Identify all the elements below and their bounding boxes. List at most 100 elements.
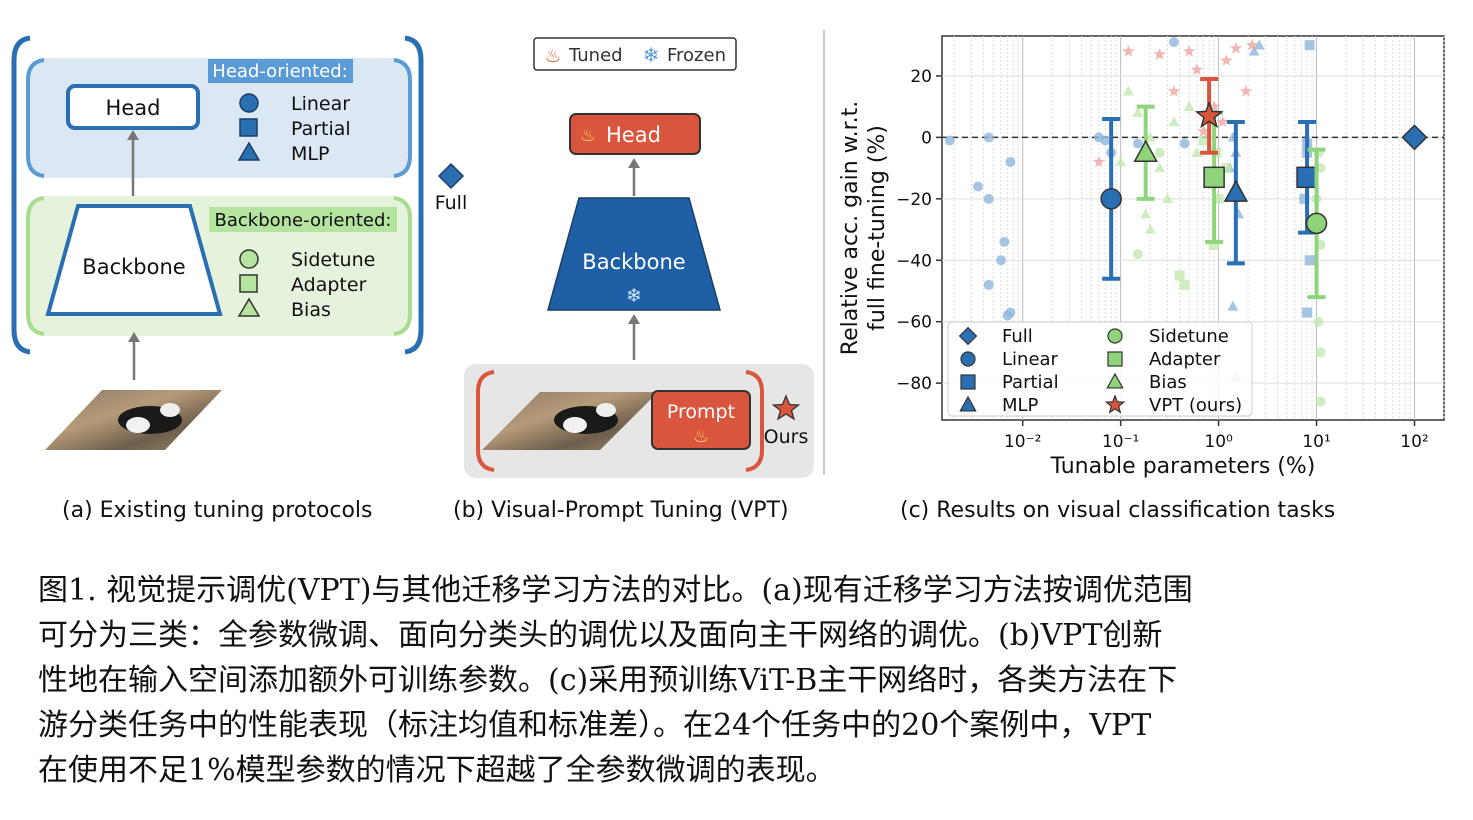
data-point-partial [1299, 193, 1310, 204]
data-point-bias [1183, 100, 1195, 111]
x-axis-label: Tunable parameters (%) [1050, 454, 1316, 479]
data-point-sidetune [1313, 316, 1324, 327]
data-point-vpt-ours [1207, 100, 1221, 112]
data-point-linear [1002, 310, 1013, 321]
x-tick-label: 10⁻² [1004, 432, 1041, 452]
figure: Head-oriented: Head Linear Partial MLP B… [11, 30, 1445, 479]
data-point-partial [1304, 255, 1315, 266]
vpt-dog-image [482, 392, 658, 450]
caption-line: 在使用不足1%模型参数的情况下超越了全参数微调的表现。 [38, 753, 836, 788]
data-point-vpt-ours [1216, 115, 1229, 128]
data-point-partial [1302, 307, 1313, 318]
data-point-linear [983, 279, 994, 290]
x-tick-label: 10² [1400, 432, 1428, 452]
data-point-bias [1191, 146, 1203, 157]
y-axis-label-line1: Relative acc. gain w.r.t. [838, 101, 863, 355]
legend-marker [960, 351, 976, 367]
data-point-partial [1304, 40, 1315, 51]
backbone-group-title: Backbone-oriented: [215, 210, 392, 231]
data-point-adapter [1221, 163, 1232, 174]
data-point-adapter [1209, 239, 1220, 250]
mean-marker-vpt-ours [1194, 100, 1224, 129]
data-point-bias [1161, 193, 1173, 204]
mean-marker-sidetune [1305, 212, 1328, 235]
bias-triangle-icon [237, 297, 261, 317]
data-point-linear [995, 255, 1006, 266]
y-tick-label: −20 [896, 190, 932, 210]
legend-tuned: Tuned [568, 45, 623, 66]
caption-line: 图1. 视觉提示调优(VPT)与其他迁移学习方法的对比。(a)现有迁移学习方法按… [38, 573, 1193, 608]
legend-marker [958, 326, 978, 346]
legend-label: MLP [1002, 395, 1039, 416]
data-point-vpt-ours [1197, 124, 1210, 137]
y-tick-label: 20 [910, 67, 932, 87]
prompt-box [651, 390, 751, 450]
snowflake-icon: ❄ [643, 43, 660, 67]
data-point-bias [1168, 116, 1180, 127]
panel-a-caption: (a) Existing tuning protocols [62, 498, 373, 523]
backbone-group-title-bg [209, 207, 397, 232]
data-point-linear [999, 236, 1010, 247]
caption-line: 可分为三类：全参数微调、面向分类头的调优以及面向主干网络的调优。(b)VPT创新 [38, 618, 1163, 653]
data-point-bias [1132, 107, 1144, 118]
vpt-backbone-trapezoid [547, 197, 721, 311]
data-point-linear [1100, 135, 1111, 146]
data-point-vpt-ours [1182, 44, 1196, 57]
data-point-adapter [1198, 135, 1209, 146]
legend-label: Sidetune [1149, 326, 1229, 347]
data-point-mlp [1248, 45, 1260, 56]
linear-circle-icon [239, 93, 259, 113]
head-group-title-bg [208, 59, 353, 83]
legend-label: VPT (ours) [1149, 395, 1242, 416]
data-point-vpt-ours [1220, 54, 1233, 66]
adapter-square-icon [239, 274, 258, 293]
vpt-backbone-label: Backbone [582, 250, 685, 274]
data-point-sidetune [1315, 347, 1326, 358]
y-tick-label: −40 [896, 251, 932, 271]
method-mlp: MLP [291, 143, 329, 165]
legend-marker [960, 374, 976, 390]
legend-marker [959, 395, 977, 412]
ours-star-icon [771, 394, 801, 421]
head-label: Head [106, 96, 161, 120]
data-point-bias [1122, 85, 1134, 96]
data-point-vpt-ours [1122, 44, 1135, 57]
prompt-label: Prompt [667, 401, 735, 423]
data-point-sidetune [1154, 147, 1165, 158]
data-point-bias [1144, 223, 1156, 234]
backbone-label: Backbone [82, 255, 185, 279]
legend-label: Bias [1149, 372, 1187, 393]
mlp-triangle-icon [237, 141, 261, 161]
outer-bracket [11, 35, 31, 355]
data-point-vpt-ours [1246, 38, 1259, 51]
tuned-frozen-legend [533, 37, 737, 71]
method-bias: Bias [291, 299, 331, 321]
y-axis-label-line2: full fine-tuning (%) [865, 125, 890, 331]
panel-b: ♨ Tuned ❄ Frozen ♨ Head Backbone ❄ Promp… [464, 37, 814, 478]
full-label: Full [435, 192, 468, 214]
backbone-snowflake-icon: ❄ [626, 285, 642, 307]
data-point-linear [944, 135, 955, 146]
data-point-adapter [1179, 279, 1190, 290]
sidetune-circle-icon [239, 249, 259, 269]
mean-marker-bias [1133, 139, 1158, 162]
method-partial: Partial [291, 118, 351, 140]
panel-b-caption: (b) Visual-Prompt Tuning (VPT) [453, 498, 789, 523]
chart-legend: FullLinearPartialMLPSidetuneAdapterBiasV… [947, 321, 1253, 417]
caption-line: 游分类任务中的性能表现（标注均值和标准差）。在24个任务中的20个案例中，VPT [38, 708, 1152, 743]
data-point-bias [1140, 208, 1152, 219]
data-point-bias [1115, 156, 1127, 167]
legend-label: Full [1002, 326, 1033, 347]
panel-c-caption: (c) Results on visual classification tas… [900, 498, 1336, 523]
head-group-title: Head-oriented: [212, 61, 347, 82]
mean-marker-linear [1100, 188, 1122, 210]
data-point-linear [1132, 138, 1143, 149]
input-dog-image [45, 390, 222, 450]
head-box [66, 84, 200, 130]
data-point-vpt-ours [1153, 47, 1166, 60]
backbone-trapezoid [45, 204, 223, 316]
method-sidetune: Sidetune [291, 249, 375, 271]
head-fire-icon: ♨ [580, 125, 596, 146]
x-tick-label: 10¹ [1302, 432, 1330, 452]
